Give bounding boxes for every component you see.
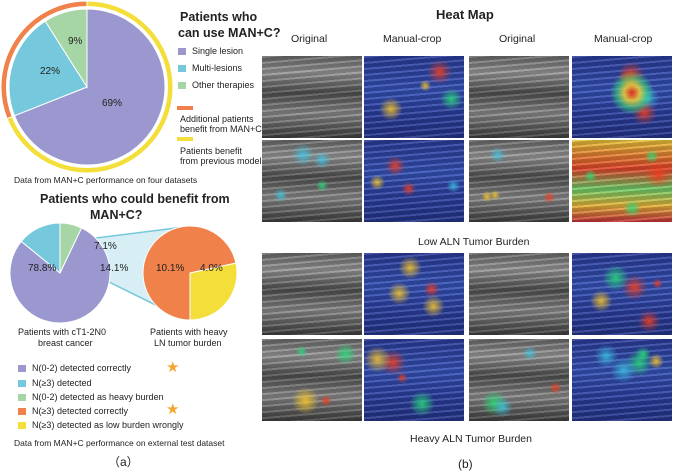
- left-pie-label-heavy: 7.1%: [94, 241, 117, 252]
- legend-n3-detected: N(≥3) detected: [32, 378, 92, 388]
- left-pie-label-correct: 78.8%: [28, 263, 57, 274]
- top-slice-label-other: 9%: [68, 36, 83, 47]
- star-icon: ★: [166, 359, 180, 376]
- bottom-pies: [9, 222, 238, 324]
- legend-swatch-n3-correct: [18, 408, 26, 415]
- bottom-chart-title-line1: Patients who could benefit from: [40, 192, 230, 206]
- left-pie-label-n3: 14.1%: [100, 263, 129, 274]
- top-chart-title-line2: can use MAN+C?: [178, 26, 281, 40]
- legend-previous-line2: from previous model: [180, 156, 262, 166]
- legend-line-previous: [177, 137, 193, 141]
- legend-swatch-n3: [18, 380, 26, 387]
- right-pie-caption-line2: LN tumor burden: [154, 338, 222, 348]
- section-label-heavy: Heavy ALN Tumor Burden: [410, 433, 532, 445]
- section-label-low: Low ALN Tumor Burden: [418, 236, 530, 248]
- legend-n02-heavy: N(0-2) detected as heavy burden: [32, 392, 164, 402]
- legend-n02-correct: N(0-2) detected correctly: [32, 363, 132, 373]
- ultrasound-image: [572, 56, 672, 138]
- ultrasound-image: [262, 253, 362, 335]
- left-pie-caption-line2: breast cancer: [38, 338, 93, 348]
- legend-swatch-multi: [178, 65, 186, 72]
- ultrasound-image: [572, 339, 672, 421]
- legend-line-additional: [177, 106, 193, 110]
- legend-swatch-other: [178, 82, 186, 89]
- ultrasound-image: [469, 339, 569, 421]
- pie-slice-n3-wrong: [189, 262, 238, 321]
- legend-swatch-single: [178, 48, 186, 55]
- column-header-original-1: Original: [291, 33, 328, 45]
- legend-n3-correct: N(≥3) detected correctly: [32, 406, 128, 416]
- bottom-chart-title-line2: MAN+C?: [90, 208, 143, 222]
- pie-slice-n3-correct: [142, 225, 237, 321]
- ultrasound-image: [469, 56, 569, 138]
- inner-pie: [8, 8, 166, 166]
- star-icon: ★: [166, 401, 180, 418]
- ultrasound-image: [469, 253, 569, 335]
- column-header-manual-crop-1: Manual-crop: [383, 33, 442, 45]
- pie-slice-multi: [8, 20, 88, 117]
- column-header-original-2: Original: [499, 33, 536, 45]
- pie-slice-n02-heavy: [59, 222, 83, 274]
- legend-swatch-n3-wrong: [18, 422, 26, 429]
- legend-n3-wrong: N(≥3) detected as low burden wrongly: [32, 420, 184, 430]
- legend-previous-line1: Patients benefit: [180, 146, 243, 156]
- ultrasound-image: [364, 56, 464, 138]
- pie-slice-n02-correct: [9, 227, 111, 324]
- right-pie-caption-line1: Patients with heavy: [150, 327, 228, 337]
- pie-slice-single: [13, 8, 166, 166]
- top-slice-label-single: 69%: [102, 98, 123, 109]
- legend-swatch-n02-heavy: [18, 394, 26, 401]
- top-chart-caption: Data from MAN+C performance on four data…: [14, 175, 198, 185]
- ultrasound-image: [469, 140, 569, 222]
- legend-swatch-n02-correct: [18, 365, 26, 372]
- right-pie-label-wrong: 4.0%: [200, 263, 223, 274]
- panel-b-label: (b): [458, 457, 473, 471]
- left-pie: [9, 222, 111, 324]
- bottom-chart-caption: Data from MAN+C performance on external …: [14, 438, 225, 448]
- top-chart-title-line1: Patients who: [180, 10, 258, 24]
- panel-a-label: （a）: [108, 455, 139, 469]
- legend-other-therapies: Other therapies: [192, 80, 255, 90]
- column-header-manual-crop-2: Manual-crop: [594, 33, 653, 45]
- right-pie: [142, 225, 238, 321]
- ultrasound-image: [262, 339, 362, 421]
- heatmap-title: Heat Map: [436, 7, 494, 22]
- left-pie-caption-line1: Patients with cT1-2N0: [18, 327, 107, 337]
- legend-additional-line2: benefit from MAN+C: [180, 124, 262, 134]
- right-pie-label-correct: 10.1%: [156, 263, 185, 274]
- ultrasound-image: [364, 339, 464, 421]
- pie-slice-other: [44, 8, 88, 89]
- legend-multi-lesions: Multi-lesions: [192, 63, 243, 73]
- top-slice-label-multi: 22%: [40, 66, 61, 77]
- legend-additional-line1: Additional patients: [180, 114, 254, 124]
- ultrasound-image: [364, 140, 464, 222]
- ultrasound-image: [364, 253, 464, 335]
- ultrasound-image: [262, 140, 362, 222]
- top-pie-chart: [0, 0, 174, 174]
- ultrasound-image: [572, 140, 672, 222]
- legend-single-lesion: Single lesion: [192, 46, 244, 56]
- ultrasound-image: [262, 56, 362, 138]
- ultrasound-image: [572, 253, 672, 335]
